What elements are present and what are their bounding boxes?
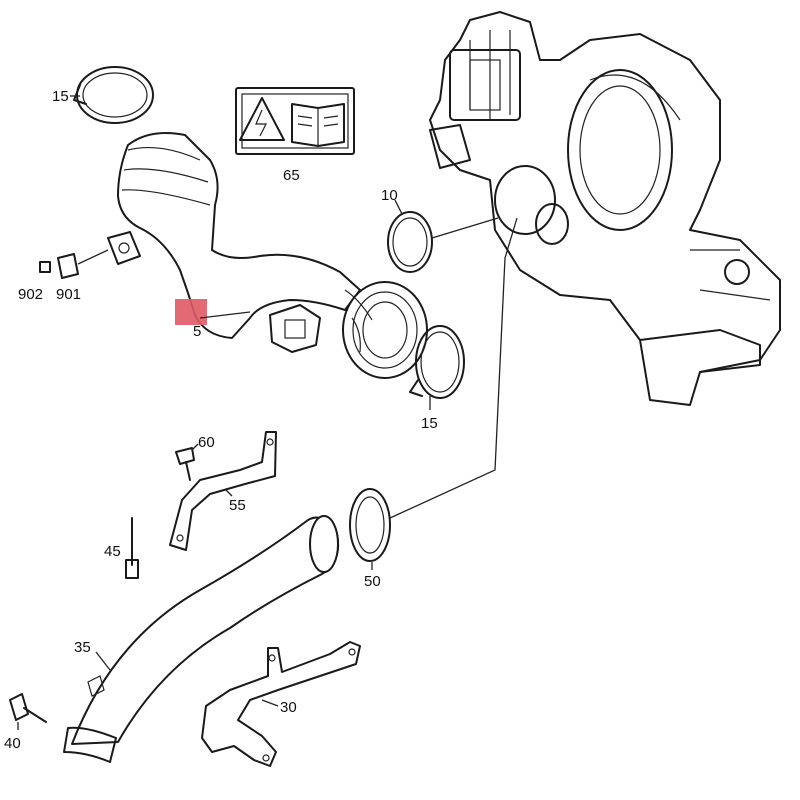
leader-55	[225, 489, 233, 497]
callout-35: 35	[74, 639, 91, 656]
turbocharger	[429, 11, 781, 406]
callout-50: 50	[364, 573, 381, 590]
leader-5	[199, 311, 251, 319]
manual-book-icon	[291, 103, 345, 147]
bracket-30	[201, 641, 361, 767]
stud-45	[125, 517, 139, 579]
leader-50-turbo	[389, 217, 518, 519]
gasket-50	[349, 488, 391, 562]
warning-high-voltage-icon	[239, 97, 285, 141]
seal-ring-10	[387, 211, 433, 273]
pipe-35	[63, 515, 340, 763]
leader-901	[77, 249, 109, 265]
leader-10-turbo	[431, 217, 499, 239]
callout-15-lower: 15	[421, 415, 438, 432]
clamp-lower	[409, 325, 465, 399]
callout-30: 30	[280, 699, 297, 716]
callout-15-top: 15	[52, 88, 69, 105]
leader-10	[394, 199, 403, 215]
clip-40	[9, 693, 47, 723]
intake-pipe	[107, 132, 428, 379]
callout-45: 45	[104, 543, 121, 560]
bolt-60	[175, 447, 195, 481]
bracket-55	[169, 431, 277, 551]
sensor	[39, 253, 79, 279]
clamp-top	[73, 66, 154, 124]
callout-65: 65	[283, 167, 300, 184]
callout-40: 40	[4, 735, 21, 752]
callout-60: 60	[198, 434, 215, 451]
callout-901: 901	[56, 286, 81, 303]
leader-35	[95, 651, 111, 671]
warning-label	[235, 87, 355, 155]
leader-60	[191, 443, 199, 451]
callout-10: 10	[381, 187, 398, 204]
callout-5: 5	[193, 323, 201, 340]
callout-55: 55	[229, 497, 246, 514]
callout-902: 902	[18, 286, 43, 303]
leader-30	[261, 699, 279, 707]
highlight-marker	[175, 299, 207, 325]
